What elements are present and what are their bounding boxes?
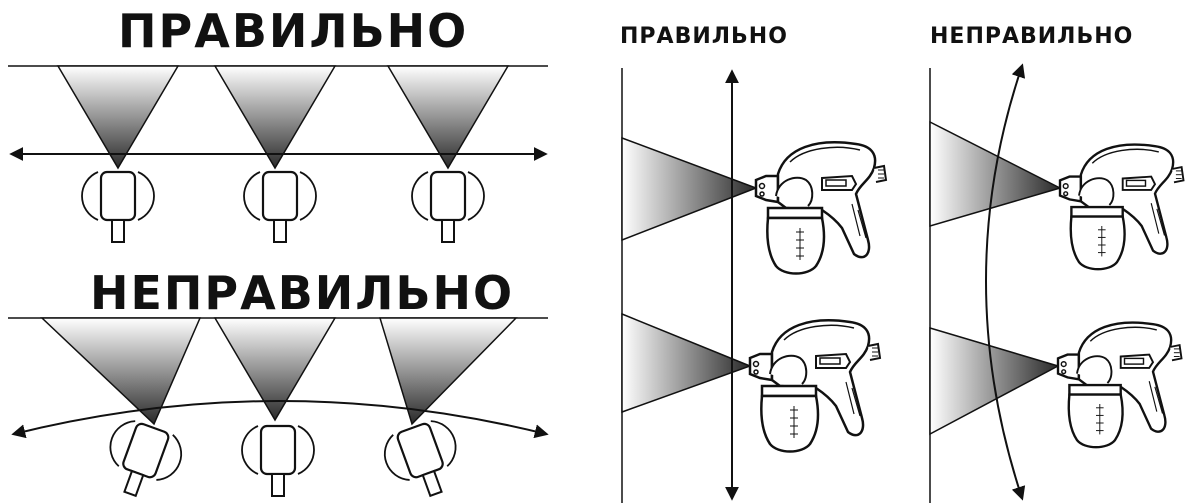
correct-vertical-diagram xyxy=(621,68,888,503)
spray-cone xyxy=(621,312,753,414)
spray-gun-icon xyxy=(242,170,318,244)
incorrect-label-vertical: НЕПРАВИЛЬНО xyxy=(930,24,1134,49)
spray-cone xyxy=(40,317,202,426)
spray-cone xyxy=(213,317,337,422)
spray-cone xyxy=(386,65,510,170)
arc-movement-arrow xyxy=(985,63,1026,501)
spray-gun-icon xyxy=(1056,321,1183,449)
incorrect-vertical-diagram xyxy=(929,63,1185,503)
spray-cone xyxy=(621,136,759,242)
spray-gun-icon xyxy=(80,170,156,244)
correct-label-vertical: ПРАВИЛЬНО xyxy=(620,24,788,49)
spray-cone xyxy=(56,65,180,170)
spray-cone xyxy=(213,65,337,170)
spray-gun-icon xyxy=(95,414,189,503)
spray-gun-icon xyxy=(410,170,486,244)
spray-gun-icon xyxy=(377,414,471,503)
incorrect-label-bottom-left: НЕПРАВИЛЬНО xyxy=(90,266,515,320)
correct-label-top-left: ПРАВИЛЬНО xyxy=(118,4,469,58)
spray-gun-icon xyxy=(754,141,888,275)
arc-movement-arrow xyxy=(11,400,549,439)
spray-cone xyxy=(378,317,518,426)
correct-horizontal-diagram xyxy=(8,65,548,244)
spray-gun-icon xyxy=(748,319,882,453)
incorrect-horizontal-diagram xyxy=(8,317,549,503)
spray-gun-icon xyxy=(240,424,316,498)
spray-gun-icon xyxy=(1058,143,1185,271)
